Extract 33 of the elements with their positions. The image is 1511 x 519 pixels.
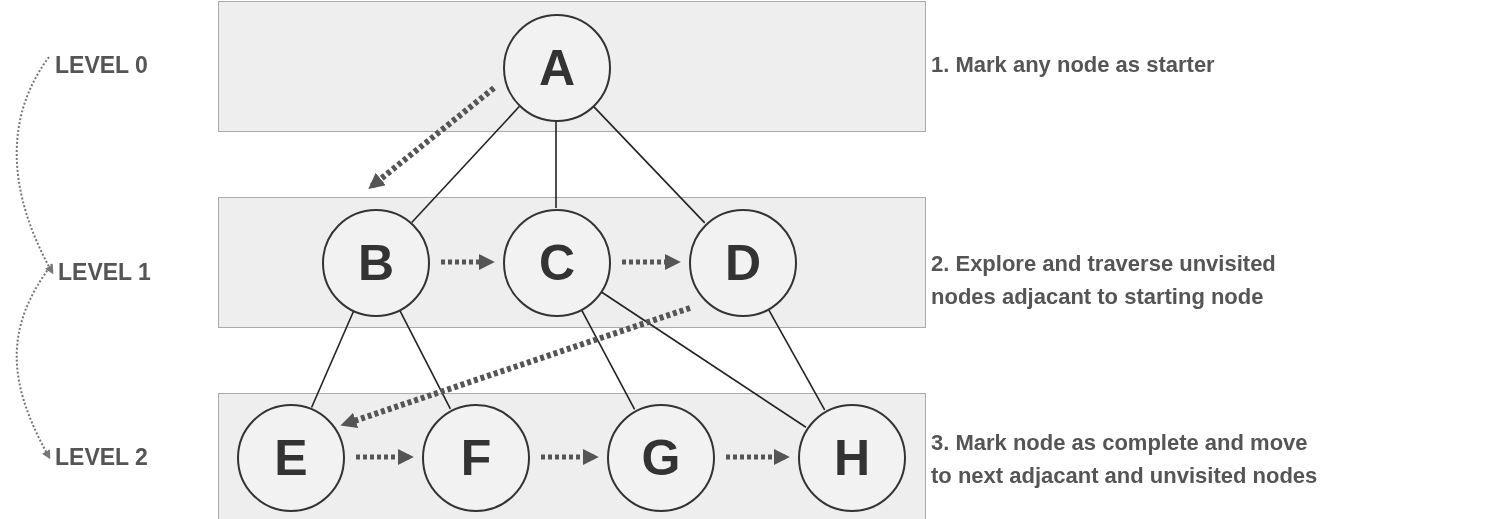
step-description: 3. Mark node as complete and move to next adjacant and unvisited nodes <box>931 429 1319 490</box>
level-band <box>218 1 926 132</box>
connector-line <box>310 310 355 409</box>
connector-line <box>592 105 706 224</box>
connector-line <box>555 120 557 209</box>
graph-node-circle: D <box>689 209 797 317</box>
traversal-arrow <box>541 449 599 465</box>
traversal-arrow <box>726 449 790 465</box>
graph-node-circle: E <box>237 404 345 512</box>
traversal-arrow <box>622 254 681 270</box>
connector-line <box>767 308 826 411</box>
step-description: 2. Explore and traverse unvisited nodes adjacant to starting node <box>931 250 1277 311</box>
traversal-arrow <box>441 254 495 270</box>
curved-arrow <box>15 263 53 460</box>
traversal-arrow <box>356 449 414 465</box>
connector-line <box>410 105 521 224</box>
level-label: LEVEL 2 <box>55 443 148 471</box>
graph-node-circle: B <box>322 209 430 317</box>
graph-node-circle: H <box>798 404 906 512</box>
connector-line <box>398 309 452 410</box>
level-label: LEVEL 1 <box>58 258 151 286</box>
graph-node-circle: A <box>503 14 611 122</box>
graph-node-circle: G <box>607 404 715 512</box>
graph-node-circle: C <box>503 209 611 317</box>
graph-node-circle: F <box>422 404 530 512</box>
level-band <box>218 393 926 519</box>
level-label: LEVEL 0 <box>55 51 148 79</box>
step-description: 1. Mark any node as starter <box>931 51 1216 79</box>
traversal-arrow <box>340 305 691 428</box>
traversal-arrow <box>368 85 496 189</box>
connector-line <box>600 290 807 429</box>
curved-arrow <box>15 56 54 275</box>
level-band <box>218 197 926 328</box>
